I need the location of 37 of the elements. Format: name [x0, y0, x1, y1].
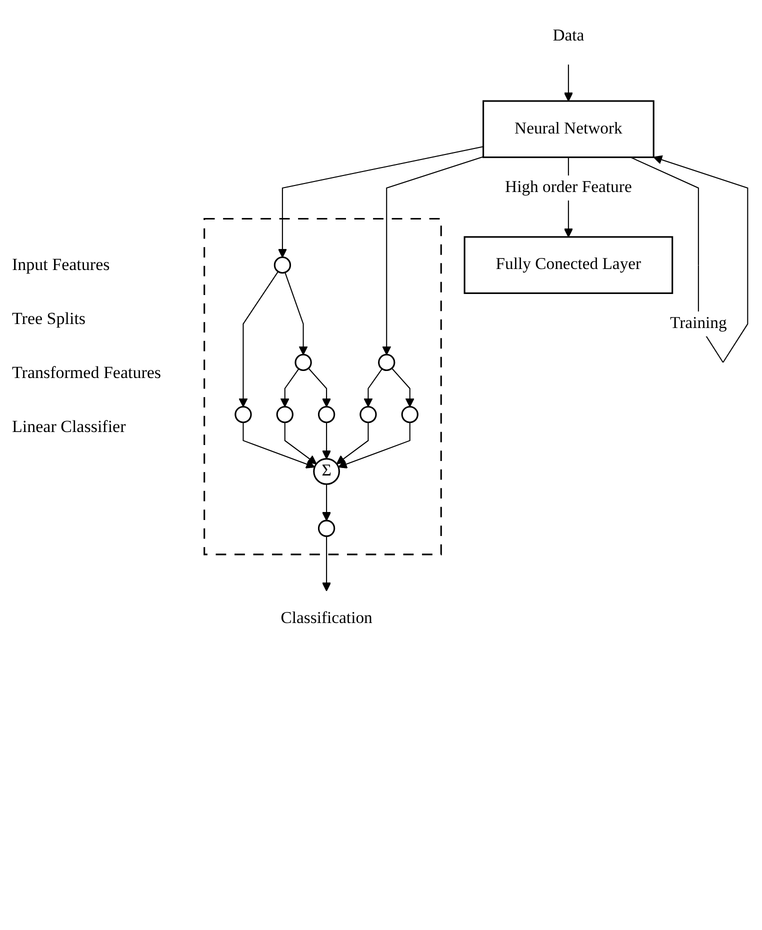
arrow [284, 422, 317, 464]
node-box: Neural Network [482, 100, 654, 158]
cluster [204, 218, 442, 556]
arrow [242, 422, 316, 468]
node-circle [234, 406, 252, 424]
section-label: Linear Classifier [12, 417, 127, 437]
arrow [338, 422, 410, 468]
node-circle [318, 520, 336, 537]
arrow [280, 368, 300, 408]
arrow [322, 536, 332, 592]
node-text: Data [552, 27, 584, 45]
arrow [336, 422, 369, 464]
arrow [391, 368, 414, 408]
section-label: Transformed Features [12, 363, 162, 383]
arrow [564, 64, 574, 102]
arrow [278, 146, 484, 258]
edge-label: High order Feature [505, 178, 632, 196]
arrow [308, 368, 332, 408]
section-label: Tree Splits [12, 309, 87, 329]
node-text: Classification [280, 610, 372, 628]
node-circle [360, 406, 377, 424]
section-label: Input Features [12, 255, 111, 275]
arrow [284, 272, 308, 356]
node-circle [294, 354, 312, 372]
arrow [364, 368, 383, 408]
arrow [322, 484, 332, 521]
node-circle [378, 354, 396, 372]
node-circle [318, 406, 336, 424]
node-circle [276, 406, 294, 424]
arrow [322, 422, 332, 460]
arrow [382, 156, 484, 356]
arrow [238, 271, 279, 408]
node-circle [401, 406, 418, 424]
edge-label: Training [670, 314, 727, 332]
node-circle [274, 256, 292, 274]
node-circle: Σ [313, 458, 340, 485]
node-box: Fully Conected Layer [464, 236, 674, 294]
